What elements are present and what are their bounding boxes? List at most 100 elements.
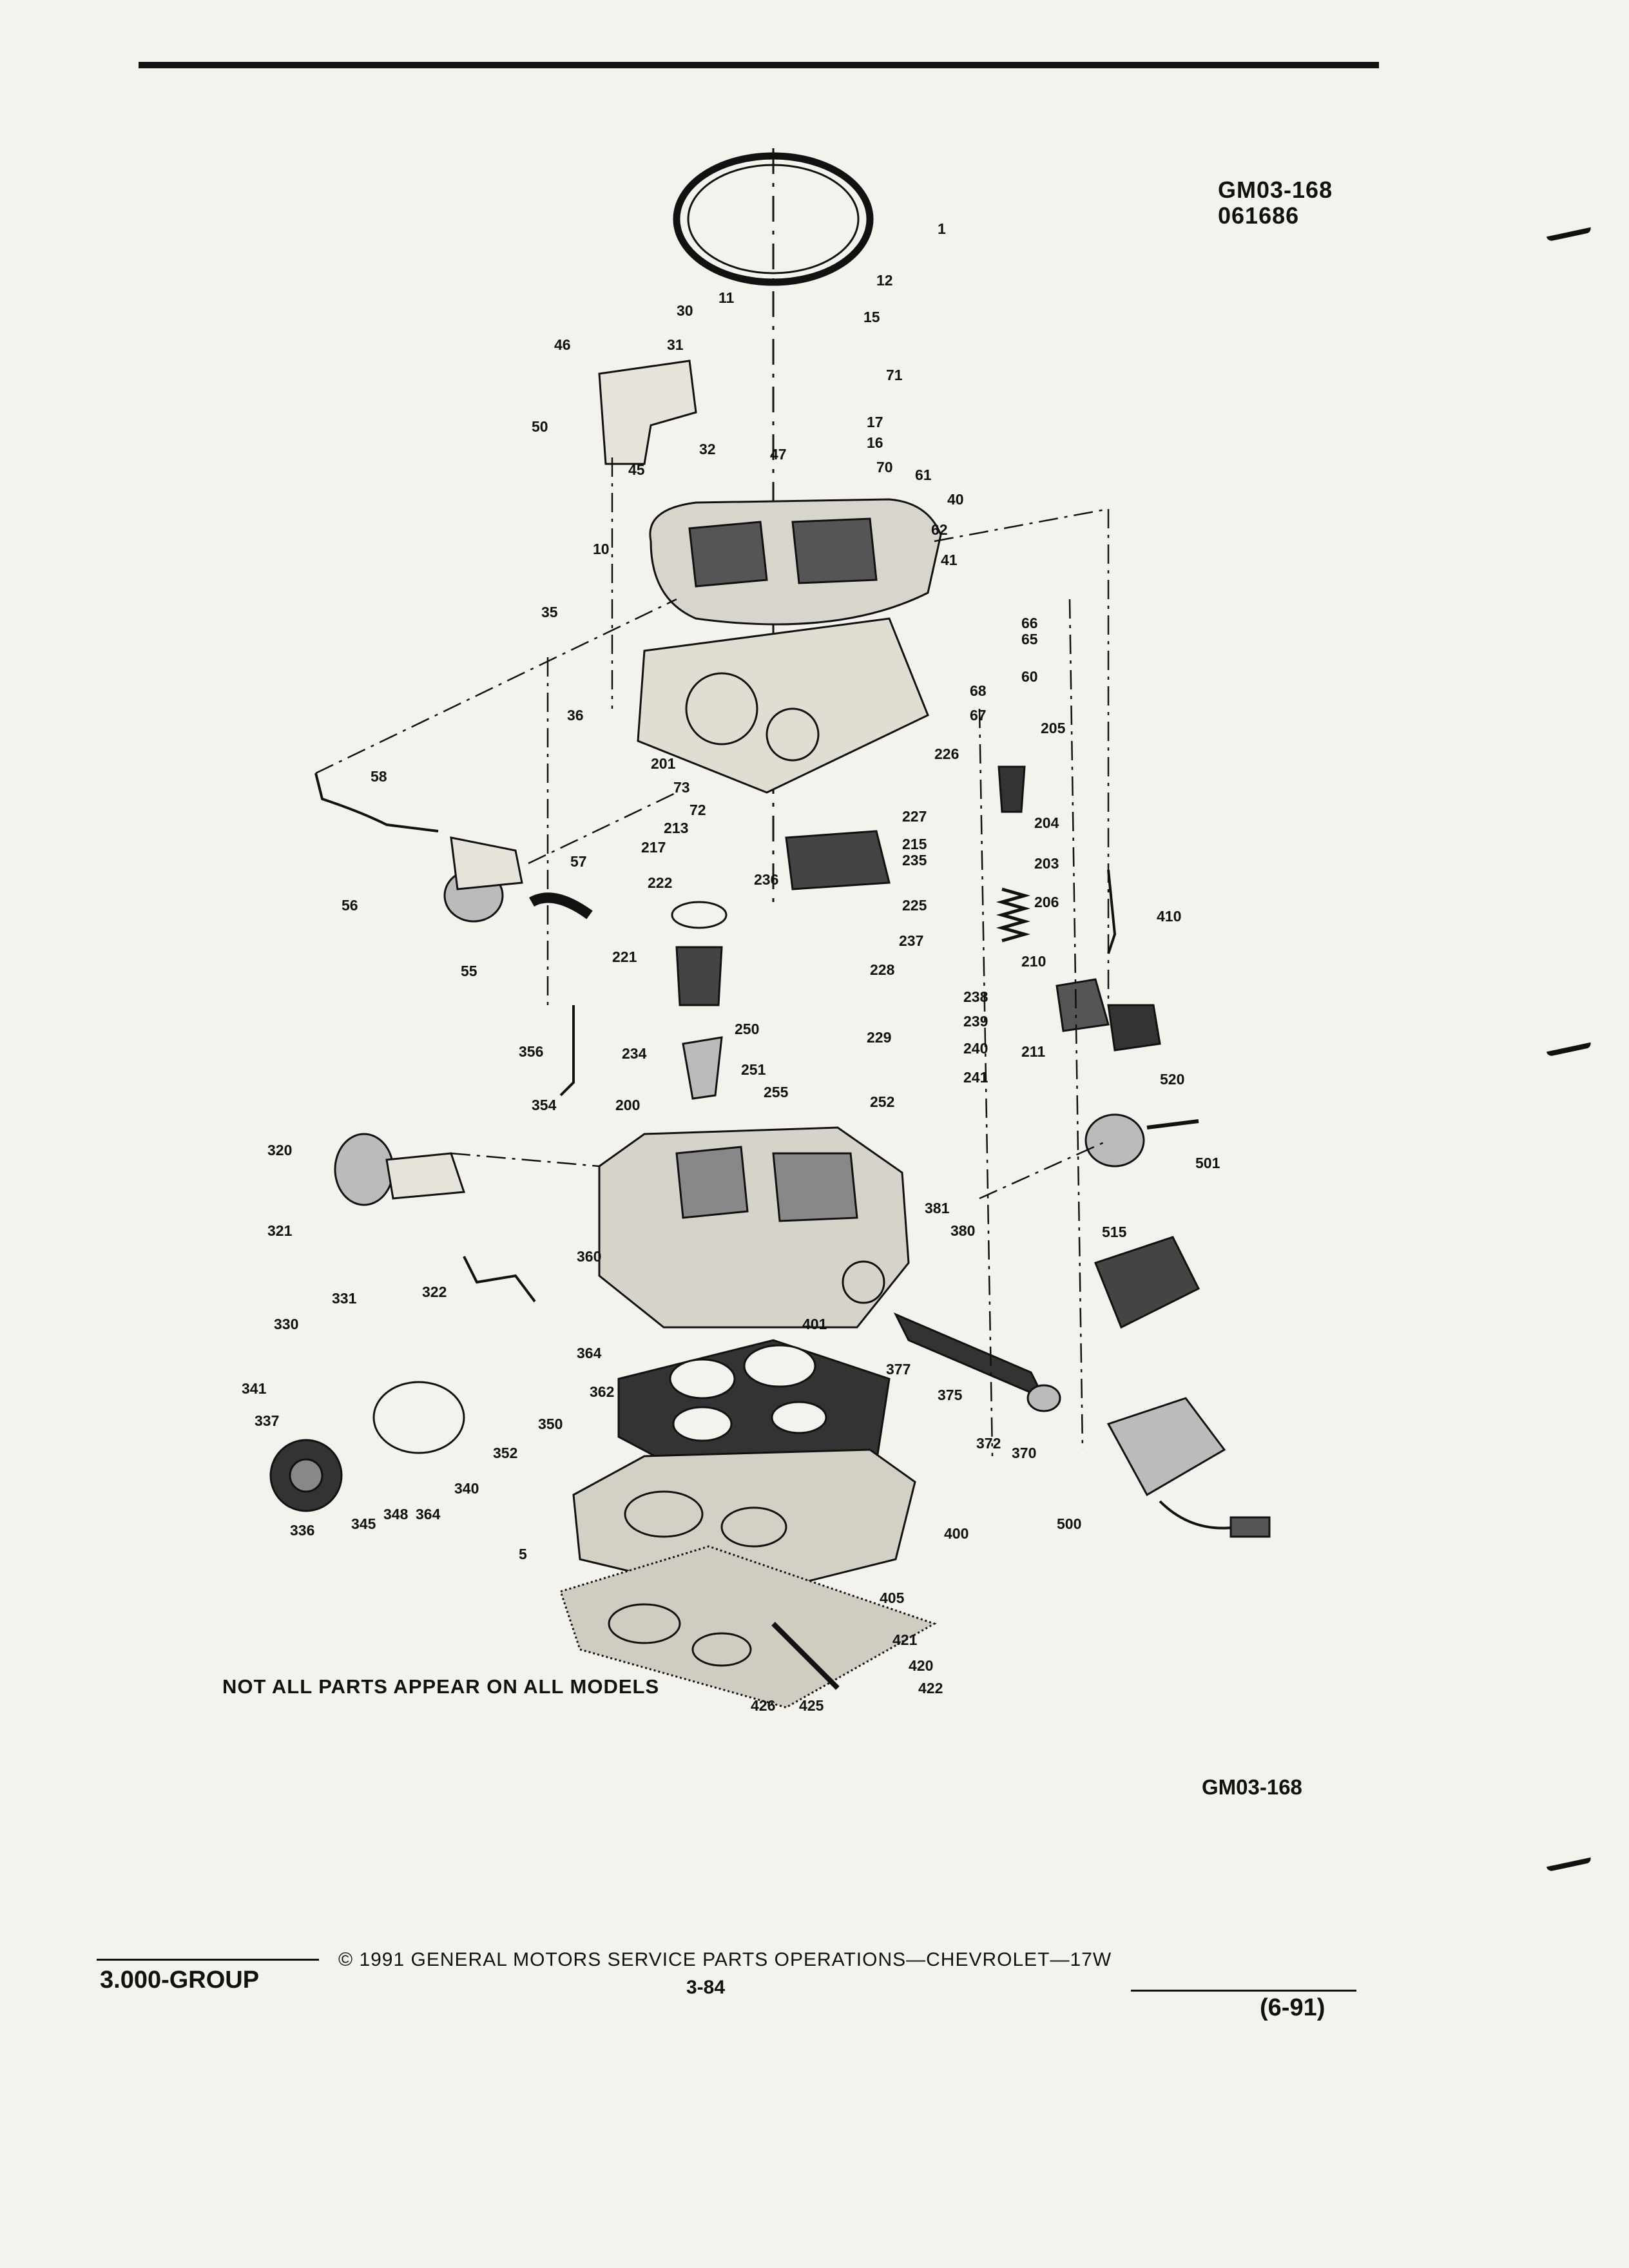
part-label: 227 xyxy=(902,808,927,825)
part-label: 377 xyxy=(886,1361,911,1378)
part-label: 360 xyxy=(577,1248,601,1265)
part-label: 213 xyxy=(664,820,688,836)
part-label: 354 xyxy=(532,1097,557,1113)
part-label: 364 xyxy=(577,1345,602,1361)
part-label: 228 xyxy=(870,961,895,978)
part-label: 341 xyxy=(242,1380,267,1397)
part-label: 380 xyxy=(950,1222,975,1239)
part-label: 204 xyxy=(1034,814,1059,831)
models-note: NOT ALL PARTS APPEAR ON ALL MODELS xyxy=(222,1675,660,1698)
part-label: 73 xyxy=(673,779,690,796)
part-label: 36 xyxy=(567,707,584,724)
part-callouts: 1 5 10 11 12 15 16 17 30 31 32 35 36 40 … xyxy=(242,220,1220,1714)
part-label: 340 xyxy=(454,1480,479,1497)
part-label: 250 xyxy=(735,1021,759,1037)
part-label: 201 xyxy=(651,755,676,772)
part-label: 405 xyxy=(880,1590,905,1606)
footer-date: (6-91) xyxy=(1260,1994,1325,2021)
part-label: 203 xyxy=(1034,855,1059,872)
part-label: 68 xyxy=(970,682,987,699)
part-label: 55 xyxy=(461,963,477,979)
figure-code: 061686 xyxy=(1218,202,1300,229)
part-label: 31 xyxy=(667,336,684,353)
part-label: 50 xyxy=(532,418,548,435)
part-label: 255 xyxy=(764,1084,789,1100)
part-label: 70 xyxy=(876,459,893,476)
part-label: 372 xyxy=(976,1435,1001,1452)
part-label: 61 xyxy=(915,466,932,483)
footer-rule-left xyxy=(97,1959,319,1961)
part-label: 321 xyxy=(267,1222,293,1239)
part-label: 235 xyxy=(902,852,927,869)
part-label: 331 xyxy=(332,1290,357,1307)
part-label: 350 xyxy=(538,1416,563,1432)
part-label: 41 xyxy=(941,552,958,568)
top-rule xyxy=(139,62,1379,68)
part-label: 237 xyxy=(899,932,923,949)
footer-copyright: © 1991 GENERAL MOTORS SERVICE PARTS OPER… xyxy=(338,1949,1112,1970)
part-label: 410 xyxy=(1157,908,1181,925)
part-label: 501 xyxy=(1195,1155,1220,1171)
part-label: 330 xyxy=(274,1316,298,1332)
part-label: 348 xyxy=(383,1506,409,1523)
part-label: 370 xyxy=(1012,1445,1036,1461)
part-label: 211 xyxy=(1021,1043,1045,1060)
part-label: 381 xyxy=(925,1200,950,1216)
part-label: 345 xyxy=(351,1515,376,1532)
part-label: 206 xyxy=(1034,894,1059,910)
part-label: 362 xyxy=(590,1383,614,1400)
part-label: 1 xyxy=(938,220,946,237)
part-label: 500 xyxy=(1057,1515,1081,1532)
part-label: 337 xyxy=(255,1412,279,1429)
part-label: 520 xyxy=(1160,1071,1184,1088)
part-label: 205 xyxy=(1041,720,1066,736)
part-label: 236 xyxy=(754,871,778,888)
part-label: 239 xyxy=(963,1013,988,1030)
part-label: 426 xyxy=(751,1697,775,1714)
part-label: 251 xyxy=(741,1061,766,1078)
part-label: 12 xyxy=(876,272,893,289)
part-label: 200 xyxy=(615,1097,640,1113)
part-label: 234 xyxy=(622,1045,647,1062)
part-label: 60 xyxy=(1021,668,1038,685)
part-label: 66 xyxy=(1021,615,1038,631)
part-label: 11 xyxy=(718,289,735,306)
part-label: 515 xyxy=(1102,1224,1127,1240)
part-label: 72 xyxy=(689,802,706,818)
part-label: 421 xyxy=(892,1631,918,1648)
part-label: 401 xyxy=(802,1316,827,1332)
part-label: 425 xyxy=(799,1697,824,1714)
part-label: 210 xyxy=(1021,953,1046,970)
figure-id: GM03-168 xyxy=(1218,177,1333,203)
part-label: 5 xyxy=(519,1546,527,1562)
part-label: 215 xyxy=(902,836,927,852)
part-label: 65 xyxy=(1021,631,1038,648)
part-label: 45 xyxy=(628,461,645,478)
figure-id-bottom: GM03-168 xyxy=(1202,1775,1302,1799)
part-label: 67 xyxy=(970,707,987,724)
part-label: 238 xyxy=(963,988,988,1005)
part-label: 16 xyxy=(867,434,883,451)
part-label: 217 xyxy=(641,839,666,856)
part-label: 420 xyxy=(909,1657,933,1674)
part-label: 225 xyxy=(902,897,927,914)
part-label: 252 xyxy=(870,1093,894,1110)
part-label: 240 xyxy=(963,1040,988,1057)
part-label: 17 xyxy=(867,414,883,430)
part-label: 400 xyxy=(944,1525,969,1542)
footer-rule-right xyxy=(1131,1990,1356,1992)
part-label: 221 xyxy=(612,948,637,965)
footer-page: 3-84 xyxy=(686,1977,726,1998)
part-label: 35 xyxy=(541,604,558,620)
part-label: 32 xyxy=(699,441,716,457)
part-label: 10 xyxy=(593,541,610,557)
part-label: 57 xyxy=(570,853,587,870)
part-label: 15 xyxy=(863,309,880,325)
part-label: 47 xyxy=(770,446,787,463)
part-label: 241 xyxy=(963,1069,988,1086)
part-label: 71 xyxy=(886,367,903,383)
part-label: 364 xyxy=(416,1506,441,1523)
part-label: 422 xyxy=(918,1680,943,1696)
part-label: 222 xyxy=(648,874,672,891)
part-label: 40 xyxy=(947,491,964,508)
